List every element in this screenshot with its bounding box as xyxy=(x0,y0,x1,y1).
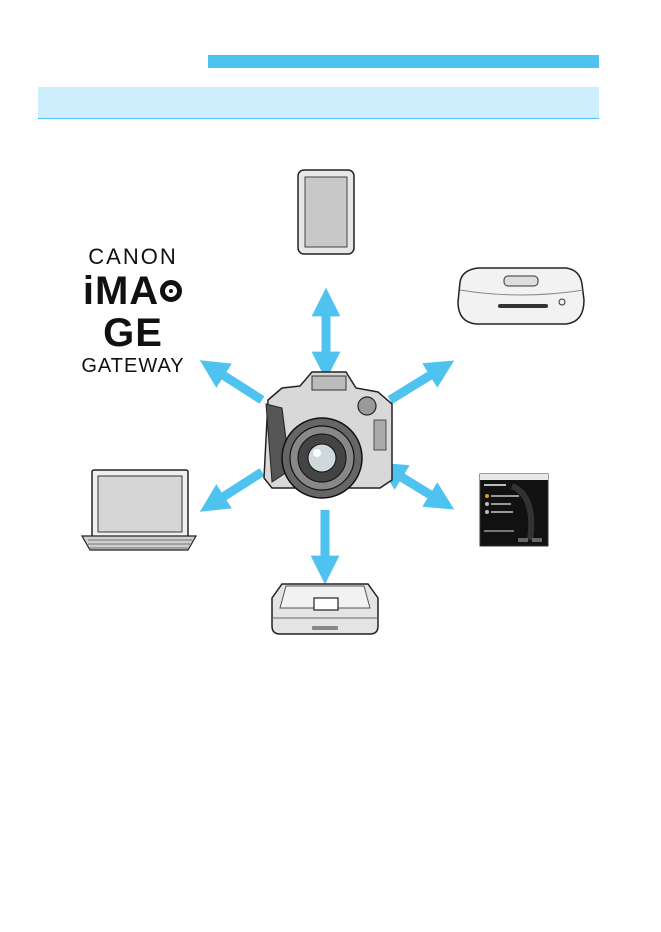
arrow-to-eos-utility xyxy=(390,470,442,502)
arrow-to-image-gateway xyxy=(212,368,262,400)
arrow-to-computer xyxy=(212,472,262,504)
computer-icon xyxy=(82,470,196,550)
eos-utility-software-icon xyxy=(480,474,548,546)
smartphone-icon xyxy=(298,170,354,254)
printer-icon xyxy=(272,584,378,634)
keyboard-icon xyxy=(82,536,196,550)
connect-station-icon xyxy=(458,268,584,324)
camera-icon xyxy=(264,372,392,498)
arrow-to-connect-station xyxy=(390,368,442,400)
